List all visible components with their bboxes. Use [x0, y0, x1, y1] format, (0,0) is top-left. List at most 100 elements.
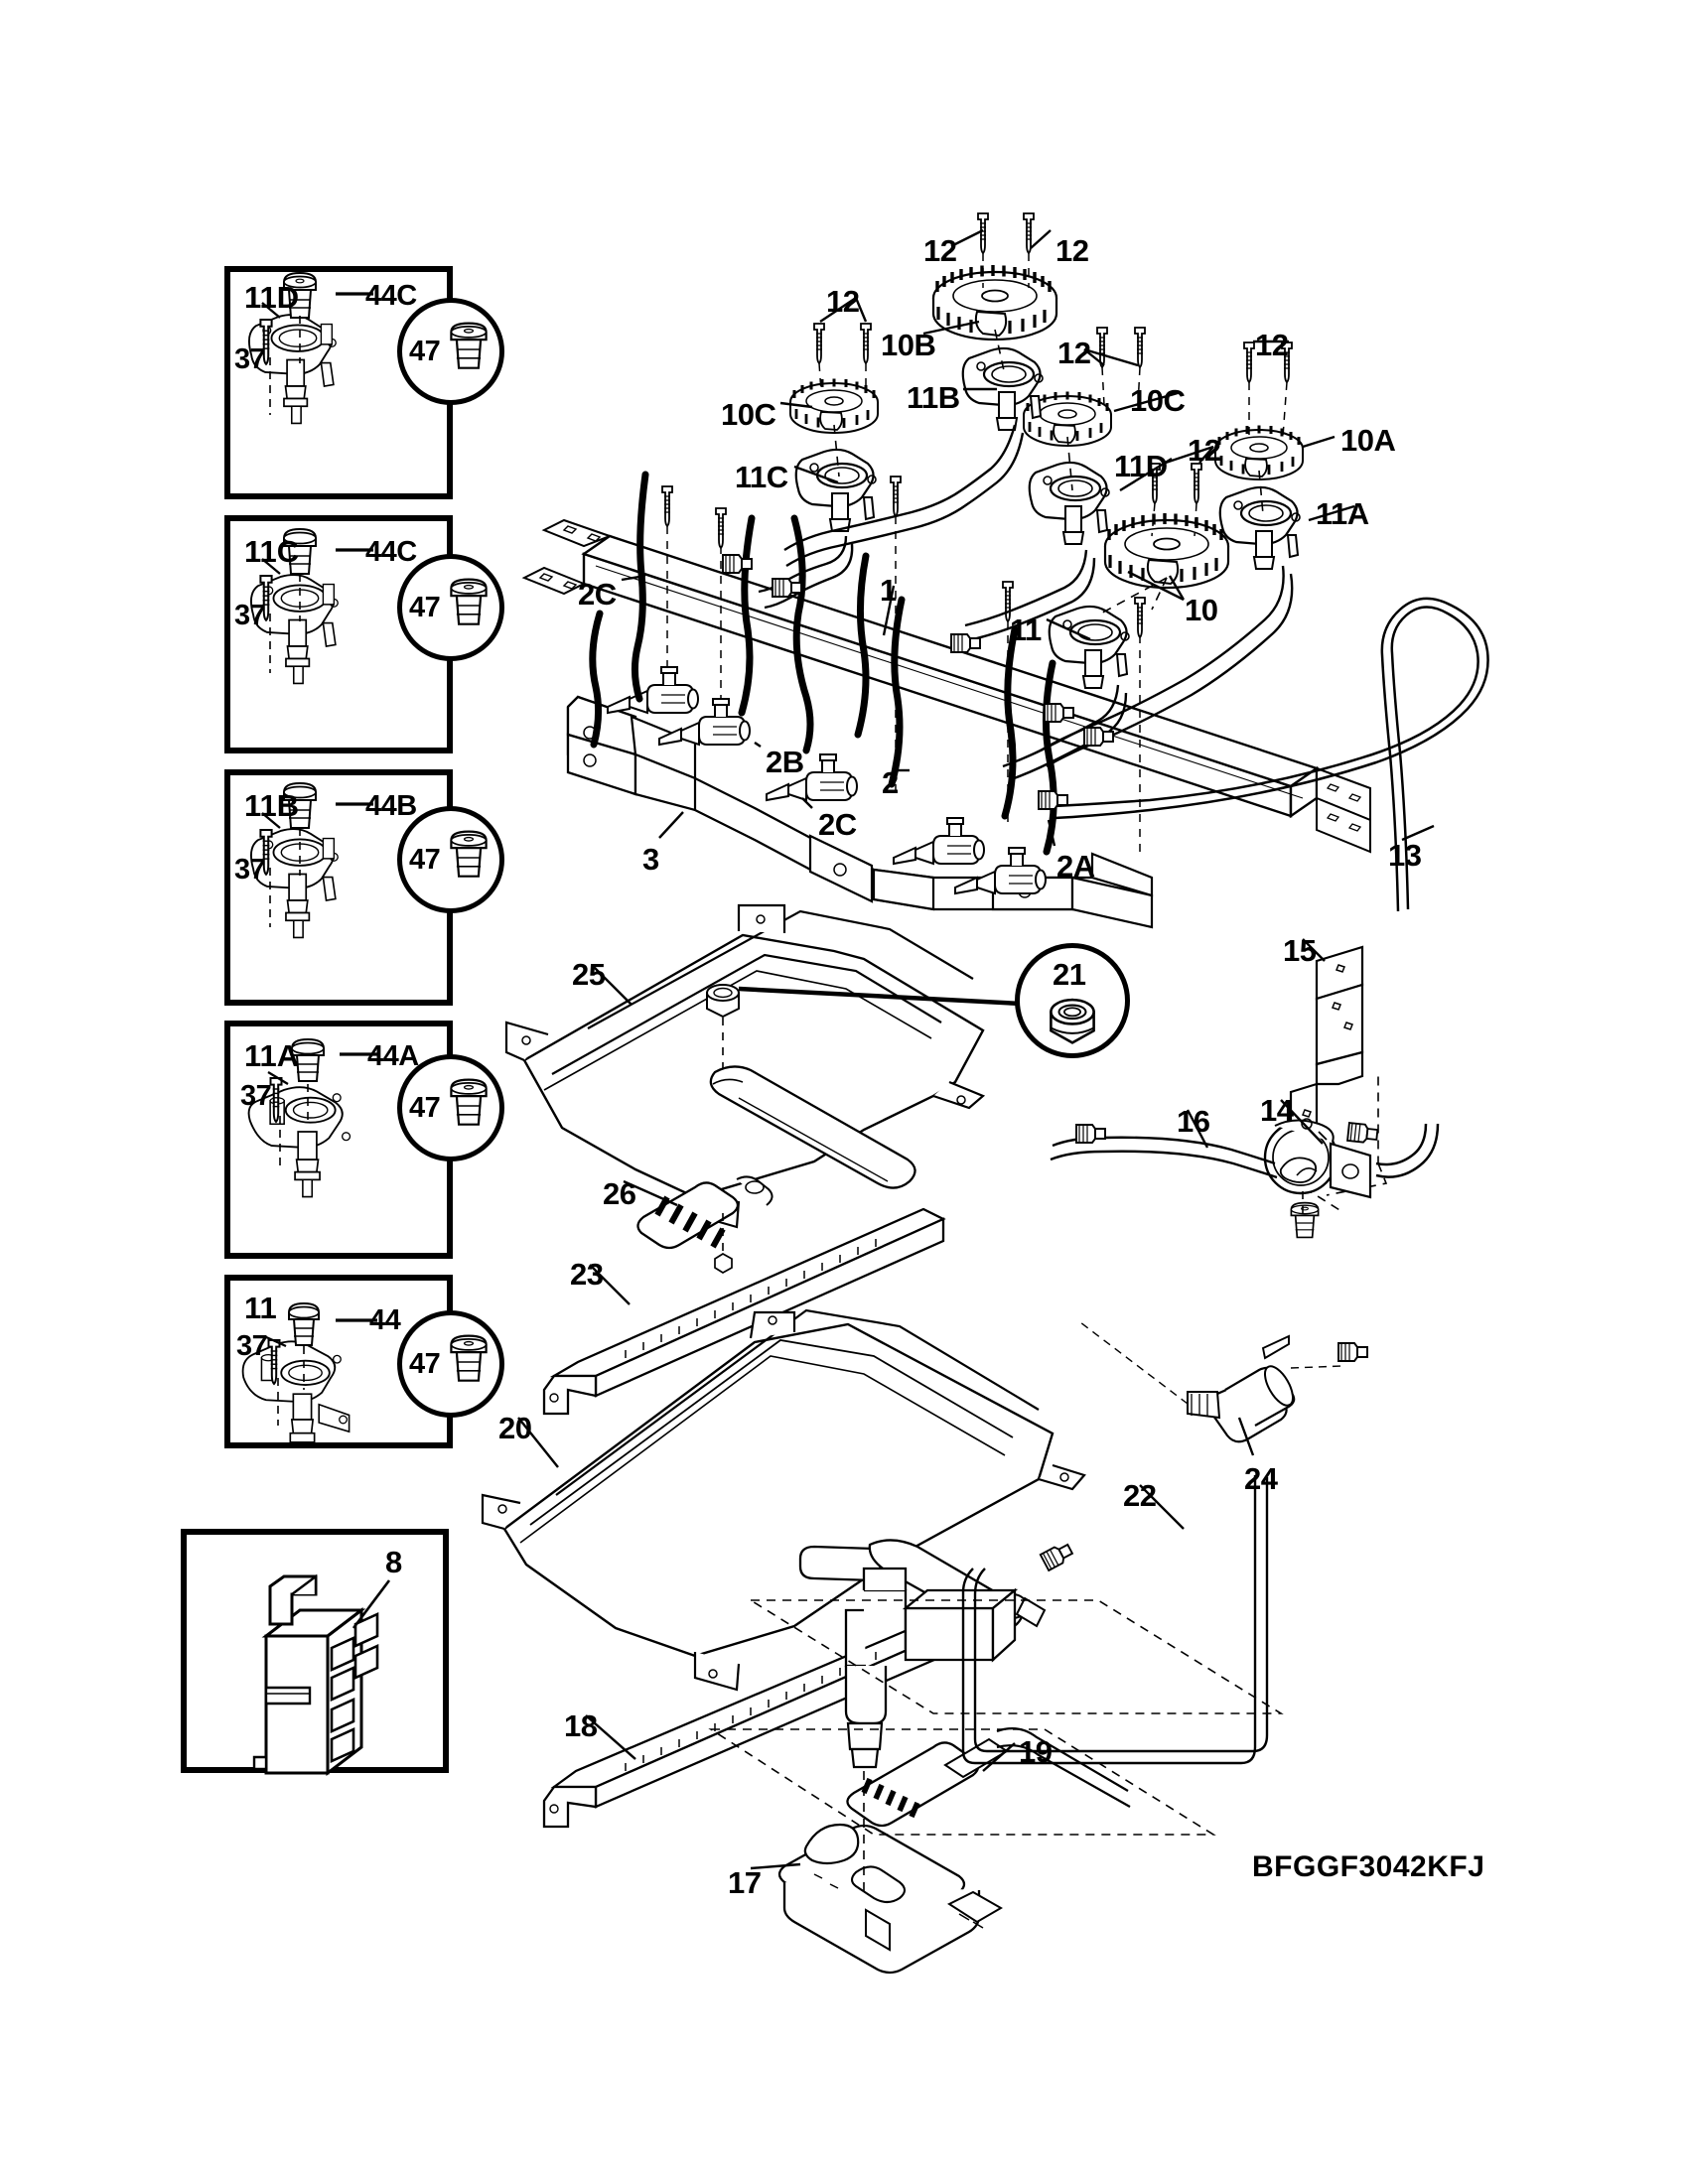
callout-1: 1	[880, 573, 897, 608]
callout-10: 10	[1185, 593, 1218, 627]
inset-label-47-11B: 47	[409, 844, 441, 876]
regulator-assembly	[1050, 945, 1388, 1239]
door-switch-8	[252, 1573, 391, 1777]
manifold-pipe-part-1	[521, 518, 1371, 854]
inset-circle-11B	[397, 806, 504, 913]
wire-2A-a	[1001, 625, 1019, 820]
callout-20: 20	[498, 1411, 532, 1445]
callout-19: 19	[1019, 1734, 1053, 1769]
callout-11b: 11B	[907, 380, 960, 415]
inset-label-47-11D: 47	[409, 336, 441, 367]
wire-2-b	[888, 596, 906, 788]
oven-burner-section	[504, 903, 1042, 1274]
callout-11c: 11C	[735, 460, 788, 494]
callout-leader-21	[738, 986, 1042, 1008]
callout-10a: 10A	[1340, 423, 1396, 458]
callout-11a: 11A	[1316, 496, 1369, 531]
wire-2B	[738, 514, 756, 717]
detail-label-11A: 11A	[244, 1038, 300, 1073]
callout-23: 23	[570, 1257, 604, 1292]
inset-label-47-11C: 47	[409, 592, 441, 623]
callout-22: 22	[1123, 1478, 1157, 1513]
burner-valve-axis	[708, 1599, 1284, 1898]
burner-cap-screw-44C	[283, 271, 317, 319]
callout-14: 14	[1260, 1093, 1294, 1128]
callout-10b: 10B	[881, 328, 936, 362]
detail-cap-label-44C: 44C	[365, 280, 417, 312]
callout-12: 12	[1255, 328, 1289, 362]
detail-screw-label-37-3: 37	[234, 854, 266, 886]
gas-tube-16	[1050, 1136, 1278, 1179]
detail-cap-label-44A: 44A	[367, 1040, 419, 1072]
callout-leaders	[517, 228, 1435, 1870]
elbow-fitting-24	[1187, 1334, 1296, 1443]
detail-cap-label-44C-2: 44C	[365, 536, 417, 568]
oven-gas-tube-22	[961, 1475, 1269, 1765]
wire-2C-c	[790, 514, 814, 754]
detail-screw-label-37-4: 37	[240, 1080, 272, 1112]
callout-13: 13	[1388, 838, 1422, 873]
callout-15: 15	[1283, 933, 1317, 968]
detail-cap-label-44: 44	[369, 1304, 401, 1336]
detail-screw-label-37-5: 37	[236, 1330, 268, 1362]
burner-head-detail	[247, 314, 337, 425]
inset-circle-11	[397, 1310, 504, 1418]
inset-circle-11C	[397, 554, 504, 661]
detail-label-11C: 11C	[244, 534, 300, 569]
callout-2a: 2A	[1056, 849, 1095, 884]
callout-3: 3	[642, 842, 659, 877]
detail-label-11: 11	[244, 1291, 277, 1325]
callout-10c: 10C	[721, 397, 776, 432]
callout-2c: 2C	[578, 577, 617, 612]
screw-axis-lines	[818, 253, 1288, 537]
callout-10c: 10C	[1130, 383, 1186, 418]
inset-label-47-11A: 47	[409, 1092, 441, 1124]
callout-8: 8	[385, 1545, 402, 1579]
callout-24: 24	[1244, 1461, 1278, 1496]
detail-screw-label-37-2: 37	[234, 600, 266, 631]
model-number: BFGGF3042KFJ	[1252, 1850, 1485, 1883]
callout-2b: 2B	[766, 745, 804, 779]
callout-12: 12	[1057, 336, 1091, 370]
inset-circle-11D	[397, 298, 504, 405]
burner-feed-tubes	[758, 424, 1294, 782]
bolt-21-bottom	[714, 1253, 733, 1274]
detail-screw-label-37: 37	[234, 343, 266, 375]
callout-12: 12	[826, 284, 860, 319]
callout-16: 16	[1177, 1104, 1210, 1139]
callout-18: 18	[564, 1708, 598, 1743]
callout-17: 17	[728, 1865, 762, 1900]
cooktop-burner-assembly	[521, 212, 1489, 1178]
callout-25: 25	[572, 957, 606, 992]
support-rail-23	[542, 1207, 946, 1416]
callout-2: 2	[882, 765, 899, 800]
callout-11: 11	[1010, 613, 1042, 647]
lower-assembly	[481, 1207, 1368, 1975]
callout-12: 12	[923, 233, 957, 268]
detail-label-11D: 11D	[244, 280, 300, 315]
callout-26: 26	[603, 1176, 636, 1211]
bake-burner-tube-lower	[844, 1567, 1019, 1769]
wire-2C-a	[631, 471, 649, 703]
shield-nut-21	[706, 983, 740, 1019]
inset-circle-11A	[397, 1054, 504, 1161]
bake-burner-26	[636, 1065, 916, 1250]
callout-12: 12	[1188, 433, 1221, 468]
assembly-axis-lines	[833, 329, 1264, 616]
detail-label-11B: 11B	[244, 788, 300, 823]
gas-supply-line-13	[1054, 597, 1489, 1178]
wire-2C-b	[589, 610, 604, 749]
callout-12: 12	[1055, 233, 1089, 268]
callout-2c: 2C	[818, 807, 857, 842]
wire-2-a	[854, 552, 870, 739]
callout-21-label: 21	[1053, 957, 1086, 992]
